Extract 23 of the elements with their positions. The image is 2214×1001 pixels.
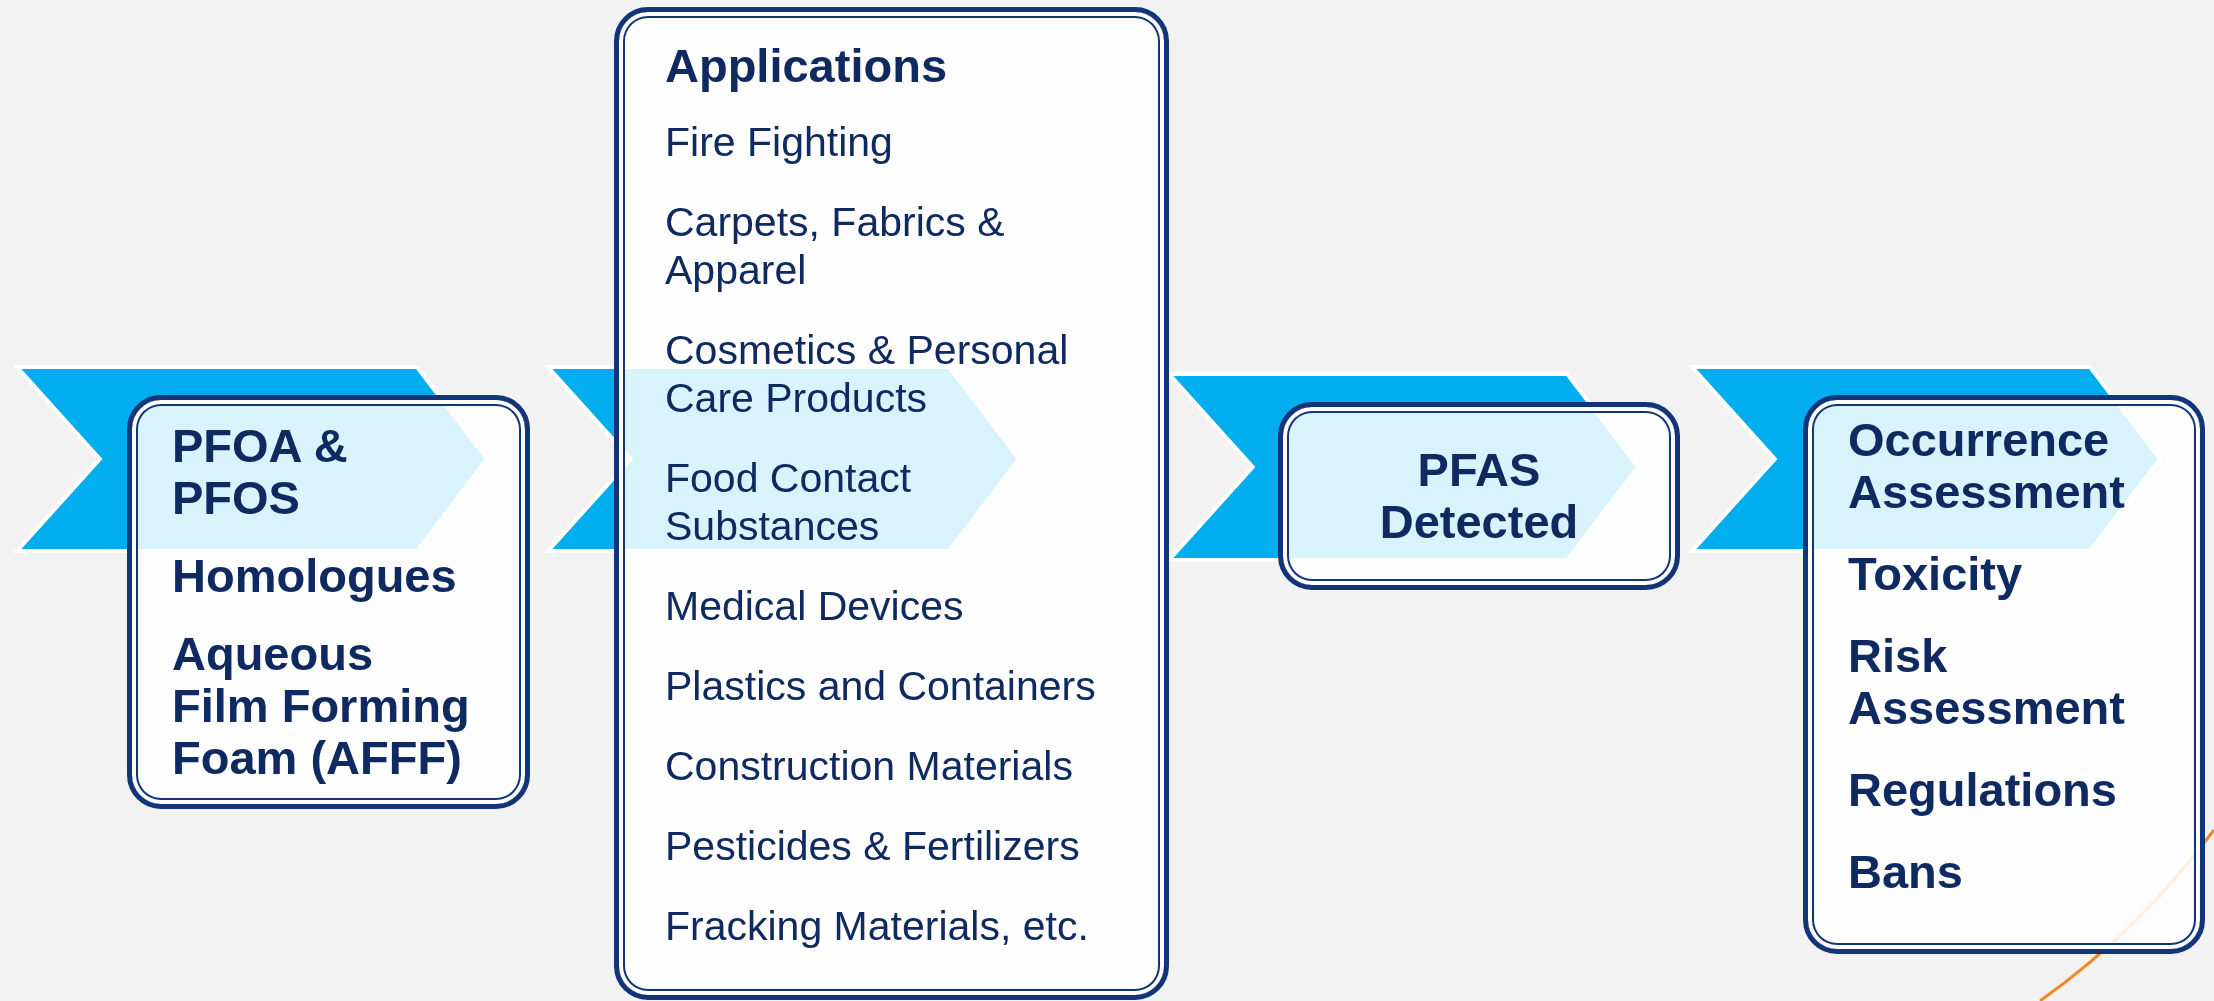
box-heading: Applications [665, 42, 949, 90]
box-text: Toxicity [1848, 548, 2024, 600]
text-box [1278, 402, 1680, 590]
text-box [1803, 395, 2205, 954]
text-box [614, 7, 1169, 1000]
box-text: Occurrence Assessment [1848, 414, 2126, 518]
list-item: Plastics and Containers [665, 662, 1097, 710]
list-item: Cosmetics & Personal Care Products [665, 326, 1070, 422]
list-item: Fire Fighting [665, 118, 894, 166]
box-text: PFOA & PFOS [172, 420, 349, 524]
list-item: Medical Devices [665, 582, 965, 630]
box-text: Homologues [172, 550, 458, 602]
box-text: Bans [1848, 846, 1964, 898]
text-box [127, 395, 530, 809]
list-item: Pesticides & Fertilizers [665, 822, 1081, 870]
box-text: PFAS Detected [1378, 444, 1580, 548]
list-item: Fracking Materials, etc. [665, 902, 1090, 950]
box-text: Risk Assessment [1848, 630, 2126, 734]
list-item: Carpets, Fabrics & Apparel [665, 198, 1006, 294]
box-text: Aqueous Film Forming Foam (AFFF) [172, 628, 471, 784]
box-text: Regulations [1848, 764, 2118, 816]
list-item: Food Contact Substances [665, 454, 913, 550]
list-item: Construction Materials [665, 742, 1074, 790]
